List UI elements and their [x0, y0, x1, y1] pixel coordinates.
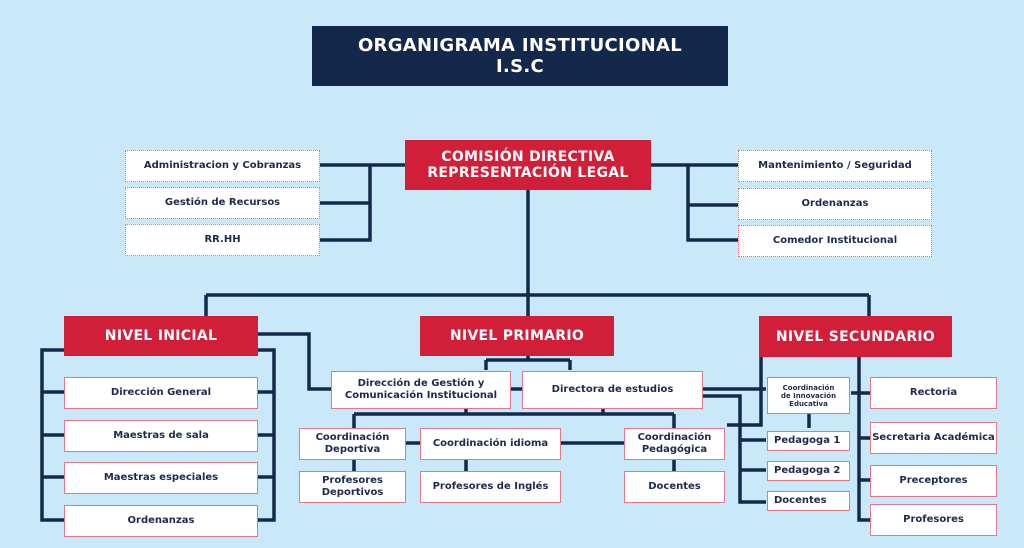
- connector-inicial-left: [40, 348, 64, 522]
- coord-innovacion-line-3: Educativa: [789, 399, 828, 408]
- connector-sec-right: [851, 350, 871, 522]
- coord-innovacion-line-2: de Innovación: [780, 391, 837, 400]
- coord-deportiva-line-2: Deportiva: [324, 444, 381, 455]
- prof-deportivos-line-2: Deportivos: [321, 487, 384, 498]
- ordenanzas-inicial-node[interactable]: Ordenanzas: [64, 505, 258, 537]
- profesores-node[interactable]: Profesores: [870, 504, 997, 536]
- prof-deportivos-node[interactable]: Profesores Deportivos: [299, 471, 406, 503]
- coord-innovacion-node[interactable]: Coordinación de Innovación Educativa: [767, 377, 850, 414]
- rrhh-node[interactable]: RR.HH: [125, 224, 320, 256]
- comedor-node[interactable]: Comedor Institucional: [738, 225, 932, 257]
- connector-trunk: [204, 190, 871, 316]
- pedagoga-2-node[interactable]: Pedagoga 2: [767, 461, 850, 481]
- nivel-inicial-node[interactable]: NIVEL INICIAL: [64, 316, 258, 356]
- coord-pedagogica-line-2: Pedagógica: [641, 444, 708, 455]
- nivel-primario-node[interactable]: NIVEL PRIMARIO: [420, 316, 614, 356]
- direccion-gestion-node[interactable]: Dirección de Gestión y Comunicación Inst…: [331, 371, 511, 409]
- gestion-recursos-node[interactable]: Gestión de Recursos: [125, 187, 320, 219]
- connector-top-right: [651, 163, 738, 242]
- connector-coords-down: [352, 458, 676, 472]
- connector-directora-sec: [703, 387, 766, 504]
- comision-directiva-node[interactable]: COMISIÓN DIRECTIVA REPRESENTACIÓN LEGAL: [405, 140, 651, 190]
- preceptores-node[interactable]: Preceptores: [870, 465, 997, 497]
- admin-cobranzas-node[interactable]: Administracion y Cobranzas: [125, 150, 320, 182]
- coord-pedagogica-line-1: Coordinación: [637, 432, 712, 443]
- coord-deportiva-node[interactable]: Coordinación Deportiva: [299, 428, 406, 460]
- coord-deportiva-line-1: Coordinación: [315, 432, 390, 443]
- pedagoga-1-node[interactable]: Pedagoga 1: [767, 431, 850, 451]
- connector-inicial-direccion: [258, 332, 331, 391]
- rectoria-node[interactable]: Rectoria: [870, 377, 997, 409]
- docentes-secundario-node[interactable]: Docentes: [767, 491, 850, 511]
- maestras-sala-node[interactable]: Maestras de sala: [64, 420, 258, 452]
- connector-top-left: [320, 163, 405, 242]
- nivel-secundario-node[interactable]: NIVEL SECUNDARIO: [759, 316, 952, 357]
- coord-idioma-node[interactable]: Coordinación idioma: [420, 428, 561, 460]
- connector-inicial-right: [258, 348, 276, 522]
- direccion-general-node[interactable]: Dirección General: [64, 377, 258, 409]
- coord-innovacion-line-1: Coordinación: [782, 383, 835, 392]
- secretaria-academica-node[interactable]: Secretaria Académica: [870, 422, 997, 454]
- title-line-1: ORGANIGRAMA INSTITUCIONAL: [357, 35, 683, 56]
- mantenimiento-node[interactable]: Mantenimiento / Seguridad: [738, 150, 932, 182]
- direccion-gestion-line-2: Comunicación Institucional: [344, 390, 498, 401]
- connector-primario-coords: [352, 408, 676, 428]
- directora-estudios-node[interactable]: Directora de estudios: [522, 371, 703, 409]
- prof-ingles-node[interactable]: Profesores de Inglés: [420, 471, 561, 503]
- prof-deportivos-line-1: Profesores: [322, 475, 383, 486]
- ordenanzas-top-node[interactable]: Ordenanzas: [738, 188, 932, 220]
- comision-line-2: REPRESENTACIÓN LEGAL: [427, 165, 629, 181]
- coord-pedagogica-node[interactable]: Coordinación Pedagógica: [624, 428, 725, 460]
- title-line-2: I.S.C: [495, 56, 545, 77]
- direccion-gestion-line-1: Dirección de Gestión y: [357, 378, 485, 389]
- maestras-especiales-node[interactable]: Maestras especiales: [64, 462, 258, 494]
- connector-primario: [484, 355, 572, 391]
- comision-line-1: COMISIÓN DIRECTIVA: [441, 149, 615, 165]
- docentes-primario-node[interactable]: Docentes: [624, 471, 725, 503]
- chart-title: ORGANIGRAMA INSTITUCIONAL I.S.C: [312, 26, 728, 86]
